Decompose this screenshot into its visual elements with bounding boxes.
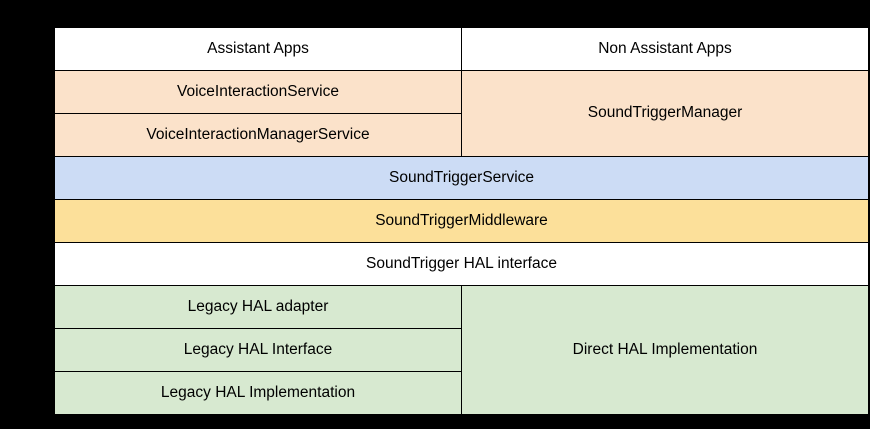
table-row-sound-trigger-hal-interface: SoundTrigger HAL interface	[54, 242, 869, 286]
table-row-legacy-hal-implementation: Legacy HAL Implementation	[54, 371, 869, 415]
cell-sound-trigger-hal-interface: SoundTrigger HAL interface	[54, 242, 869, 286]
cell-non-assistant-apps-header: Non Assistant Apps	[461, 27, 869, 71]
cell-voice-interaction-manager-service: VoiceInteractionManagerService	[54, 113, 462, 157]
cell-legacy-hal-interface: Legacy HAL Interface	[54, 328, 462, 372]
table-row-sound-trigger-service: SoundTriggerService	[54, 156, 869, 200]
table-row-voice-interaction-manager-service: VoiceInteractionManagerService	[54, 113, 869, 157]
table-row-legacy-hal-interface: Legacy HAL Interface	[54, 328, 869, 372]
cell-sound-trigger-middleware: SoundTriggerMiddleware	[54, 199, 869, 243]
table-row-headers: Assistant Apps Non Assistant Apps	[54, 27, 869, 71]
cell-assistant-apps-header: Assistant Apps	[54, 27, 462, 71]
table-row-voice-interaction-service: VoiceInteractionService SoundTriggerMana…	[54, 70, 869, 157]
cell-sound-trigger-service: SoundTriggerService	[54, 156, 869, 200]
cell-sound-trigger-manager: SoundTriggerManager	[461, 70, 869, 157]
cell-voice-interaction-service: VoiceInteractionService	[54, 70, 462, 114]
architecture-layer-table: Assistant Apps Non Assistant Apps VoiceI…	[54, 27, 869, 415]
table-row-legacy-hal-adapter: Legacy HAL adapter Direct HAL Implementa…	[54, 285, 869, 415]
cell-direct-hal-implementation: Direct HAL Implementation	[461, 285, 869, 415]
table-row-sound-trigger-middleware: SoundTriggerMiddleware	[54, 199, 869, 243]
cell-legacy-hal-adapter: Legacy HAL adapter	[54, 285, 462, 329]
cell-legacy-hal-implementation: Legacy HAL Implementation	[54, 371, 462, 415]
